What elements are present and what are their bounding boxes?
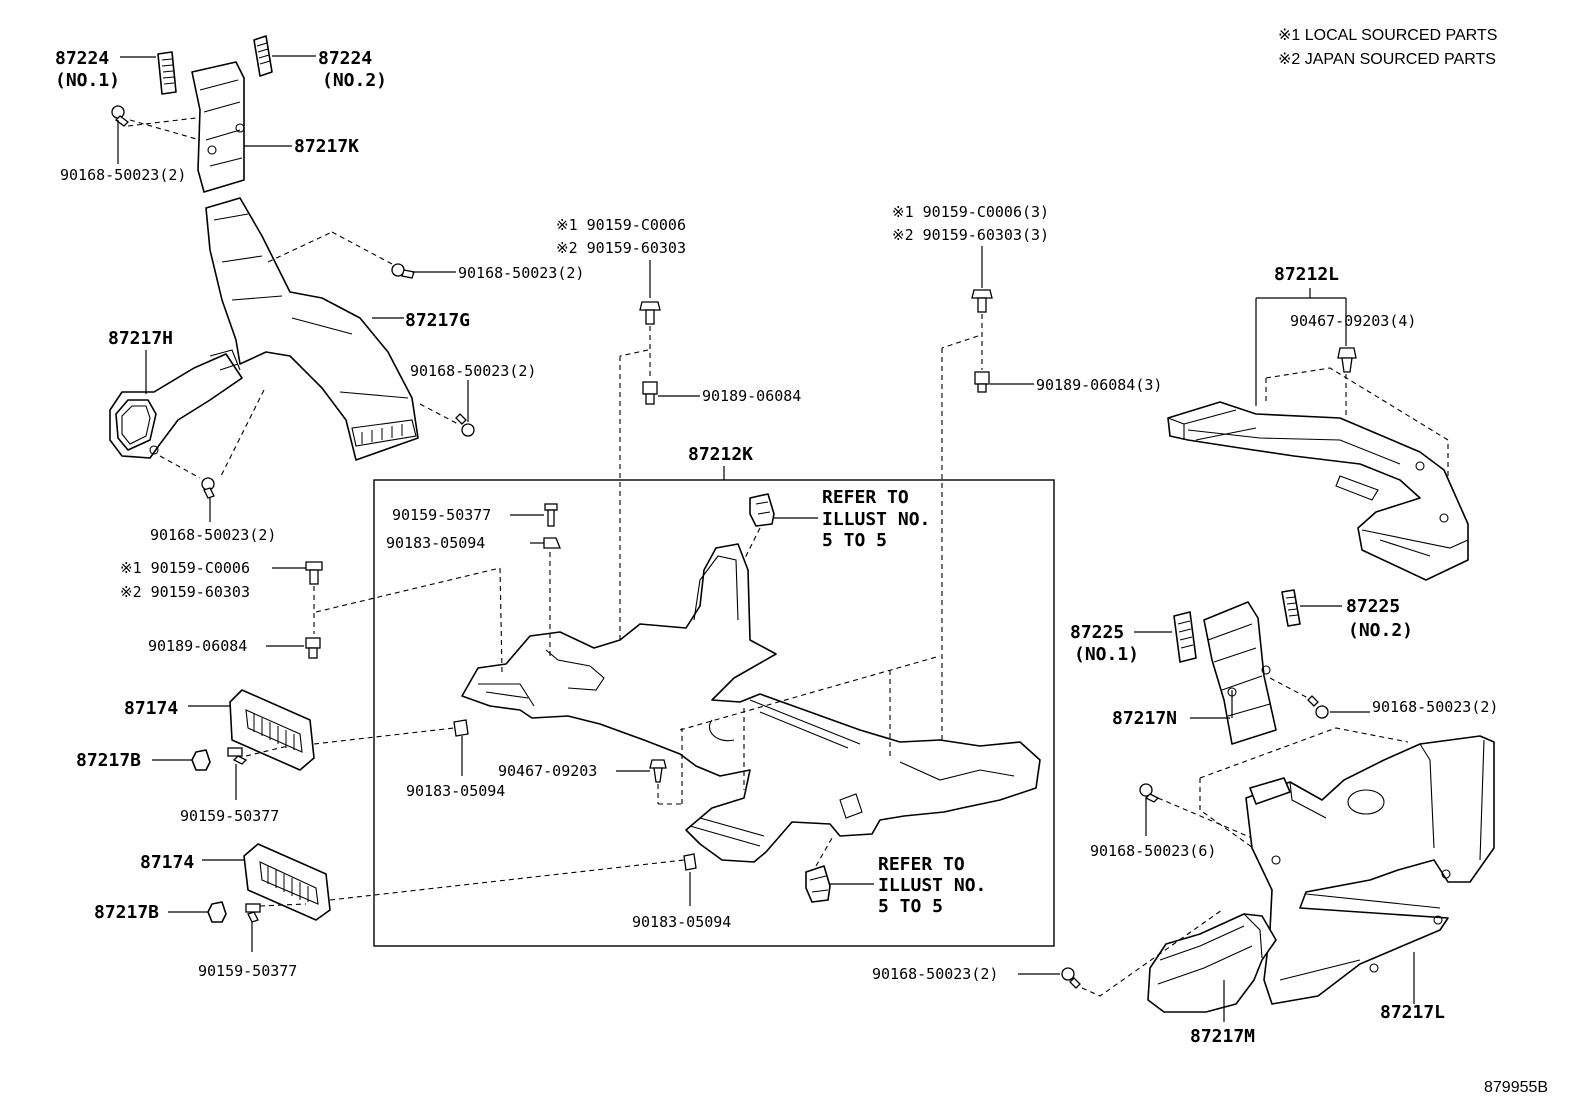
clip-90159-c0006-c: [305, 561, 323, 585]
label-05094-a: 90183-05094: [386, 534, 485, 552]
label-87225-no2-sub: (NO.2): [1348, 620, 1413, 641]
label-06084-a: 90189-06084: [702, 387, 801, 405]
nut-90189-06084-c: [305, 637, 321, 659]
figure-id: 879955B: [1484, 1079, 1548, 1096]
register-87224-no1: [157, 51, 177, 95]
label-87212K: 87212K: [688, 444, 753, 465]
label-87217M: 87217M: [1190, 1026, 1255, 1047]
label-90168-50023-d: 90168-50023(2): [150, 526, 276, 544]
label-c0006-c: ※1 90159-C0006: [120, 559, 250, 577]
label-c0006-a: ※1 90159-C0006: [556, 216, 686, 234]
duct-87217M: [1147, 913, 1277, 1013]
label-50377-c: 90159-50377: [198, 962, 297, 980]
legend-japan-sourced: ※2 JAPAN SOURCED PARTS: [1278, 51, 1496, 68]
label-87217G: 87217G: [405, 310, 470, 331]
grommet-refer-a: [749, 493, 775, 527]
label-87217K: 87217K: [294, 136, 359, 157]
label-refer-b-1: REFER TO: [878, 854, 965, 875]
screw-90168-50023-a: [111, 105, 129, 127]
legend: ※1 LOCAL SOURCED PARTS ※2 JAPAN SOURCED …: [1278, 27, 1497, 68]
label-87224-no2: 87224: [318, 48, 372, 69]
label-c0006-b: ※1 90159-C0006(3): [892, 203, 1049, 221]
label-87212L: 87212L: [1274, 264, 1339, 285]
screw-90168-50023-e: [1307, 695, 1329, 719]
label-06084-c: 90189-06084: [148, 637, 247, 655]
clip-90183-05094-b: [453, 719, 469, 737]
duct-87217L: [1245, 735, 1495, 1005]
label-60303-a: ※2 90159-60303: [556, 239, 686, 257]
label-refer-a-3: 5 TO 5: [822, 530, 887, 551]
screw-90168-50023-d: [201, 477, 215, 499]
grommet-refer-b: [805, 865, 831, 903]
screw-90168-50023-f: [1139, 783, 1160, 803]
label-87224-no1: 87224: [55, 48, 109, 69]
label-09203-a: 90467-09203(4): [1290, 312, 1416, 330]
label-87225-no1-sub: (NO.1): [1074, 644, 1139, 665]
label-87225-no2: 87225: [1346, 596, 1400, 617]
knob-87217B-a: [191, 749, 211, 771]
duct-87217K: [191, 61, 245, 193]
label-refer-a-1: REFER TO: [822, 487, 909, 508]
label-87224-no1-sub: (NO.1): [55, 70, 120, 91]
label-60303-c: ※2 90159-60303: [120, 583, 250, 601]
label-05094-b: 90183-05094: [406, 782, 505, 800]
screw-90159-50377-a: [544, 503, 558, 527]
label-refer-b-3: 5 TO 5: [878, 896, 943, 917]
legend-local-sourced: ※1 LOCAL SOURCED PARTS: [1278, 27, 1497, 44]
duct-87217N: [1203, 601, 1277, 745]
label-05094-c: 90183-05094: [632, 913, 731, 931]
duct-87212L: [1167, 401, 1469, 581]
label-87225-no1: 87225: [1070, 622, 1124, 643]
duct-87212K: [461, 543, 1041, 863]
clip-90467-09203-a: [1337, 347, 1357, 373]
label-refer-b-2: ILLUST NO.: [878, 875, 986, 896]
nut-90189-06084-b: [974, 371, 990, 393]
clip-90183-05094-a: [543, 537, 561, 549]
label-60303-b: ※2 90159-60303(3): [892, 226, 1049, 244]
register-87224-no2: [253, 35, 273, 77]
label-90168-50023-b: 90168-50023(2): [458, 264, 584, 282]
label-87217B-b: 87217B: [94, 902, 159, 923]
label-06084-b: 90189-06084(3): [1036, 376, 1162, 394]
clip-90159-c0006-a: [639, 301, 661, 325]
assembly-frame-87212K: [373, 479, 1055, 947]
register-87225-no1: [1173, 611, 1197, 663]
duct-87217G: [205, 197, 419, 461]
nut-90189-06084-a: [642, 381, 658, 405]
label-90168-50023-f: 90168-50023(6): [1090, 842, 1216, 860]
label-refer-a-2: ILLUST NO.: [822, 509, 930, 530]
knob-87217B-b: [207, 901, 227, 923]
clip-90467-09203-b: [649, 759, 667, 783]
label-90168-50023-c: 90168-50023(2): [410, 362, 536, 380]
label-87217B-a: 87217B: [76, 750, 141, 771]
label-90168-50023-g: 90168-50023(2): [872, 965, 998, 983]
duct-87217H: [109, 349, 243, 459]
register-87225-no2: [1281, 589, 1301, 627]
label-90168-50023-a: 90168-50023(2): [60, 166, 186, 184]
clip-90159-c0006-b: [971, 289, 993, 313]
label-87174-a: 87174: [124, 698, 178, 719]
vent-87174-a: [229, 689, 315, 771]
label-87217N: 87217N: [1112, 708, 1177, 729]
clip-90183-05094-c: [683, 853, 697, 871]
label-87174-b: 87174: [140, 852, 194, 873]
label-50377-a: 90159-50377: [392, 506, 491, 524]
label-09203-b: 90467-09203: [498, 762, 597, 780]
screw-90159-50377-b: [227, 747, 248, 765]
screw-90168-50023-b: [391, 263, 415, 279]
label-87224-no2-sub: (NO.2): [322, 70, 387, 91]
screw-90168-50023-c: [455, 413, 475, 437]
label-87217H: 87217H: [108, 328, 173, 349]
vent-87174-b: [243, 843, 331, 921]
screw-90159-50377-c: [245, 903, 261, 923]
label-90168-50023-e: 90168-50023(2): [1372, 698, 1498, 716]
label-87217L: 87217L: [1380, 1002, 1445, 1023]
screw-90168-50023-g: [1061, 967, 1081, 989]
label-50377-b: 90159-50377: [180, 807, 279, 825]
